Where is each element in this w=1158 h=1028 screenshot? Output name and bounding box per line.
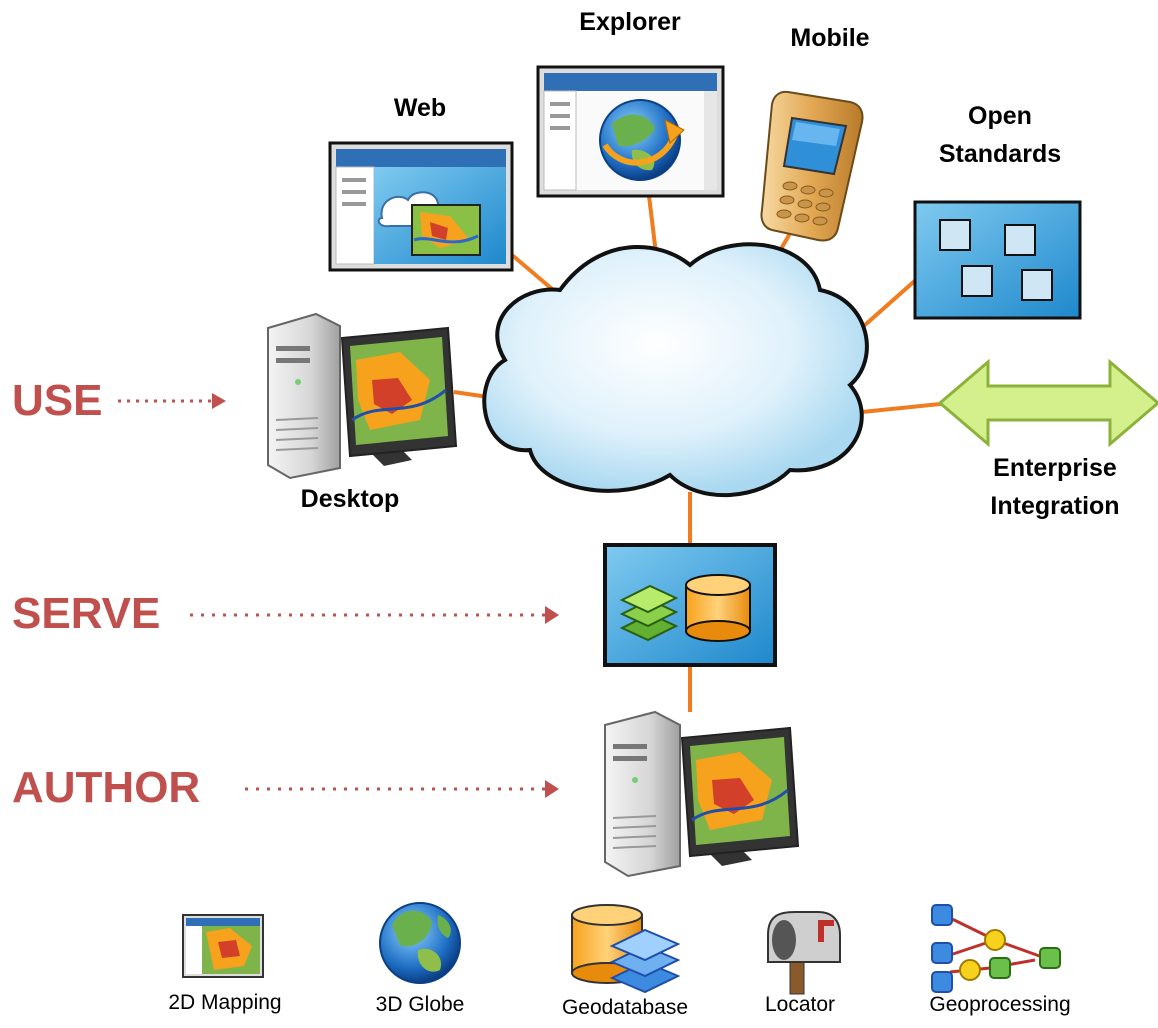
author-workstation-icon xyxy=(604,710,800,878)
legend-caption-geoprocessing: Geoprocessing xyxy=(929,993,1071,1016)
explorer-label: Explorer xyxy=(579,8,681,36)
explorer-window-icon xyxy=(536,65,725,198)
legend-caption-3d-globe: 3D Globe xyxy=(375,993,465,1016)
desktop-label: Desktop xyxy=(300,485,400,513)
use-arrow xyxy=(118,393,226,409)
globe-icon xyxy=(379,902,461,984)
geodatabase-icon xyxy=(571,904,681,994)
open-standards-panel-icon xyxy=(913,200,1082,320)
legend-caption-locator: Locator xyxy=(764,993,836,1016)
desktop-workstation-icon xyxy=(267,312,458,480)
author-arrow xyxy=(245,780,559,798)
web-window-icon xyxy=(328,141,514,272)
mobile-label: Mobile xyxy=(790,24,870,52)
enterprise-double-arrow-icon xyxy=(937,358,1158,448)
server-panel-icon xyxy=(603,543,777,667)
cloud-icon xyxy=(482,242,869,498)
web-label: Web xyxy=(393,94,447,122)
use-tier-label: USE xyxy=(12,376,103,425)
serve-tier-label: SERVE xyxy=(12,589,161,638)
enterprise-label-line1: Enterprise xyxy=(993,454,1117,482)
open-standards-label-line1: Open xyxy=(968,102,1032,130)
map-window-icon xyxy=(182,914,264,978)
mobile-phone-icon xyxy=(760,90,864,242)
open-standards-label-line2: Standards xyxy=(938,140,1062,168)
legend-caption-2d-mapping: 2D Mapping xyxy=(168,991,282,1014)
mailbox-icon xyxy=(767,911,841,995)
legend-caption-geodatabase: Geodatabase xyxy=(561,996,689,1019)
enterprise-label-line2: Integration xyxy=(990,492,1120,520)
author-tier-label: AUTHOR xyxy=(12,763,201,812)
model-flow-icon xyxy=(931,904,1061,993)
serve-arrow xyxy=(190,606,559,624)
